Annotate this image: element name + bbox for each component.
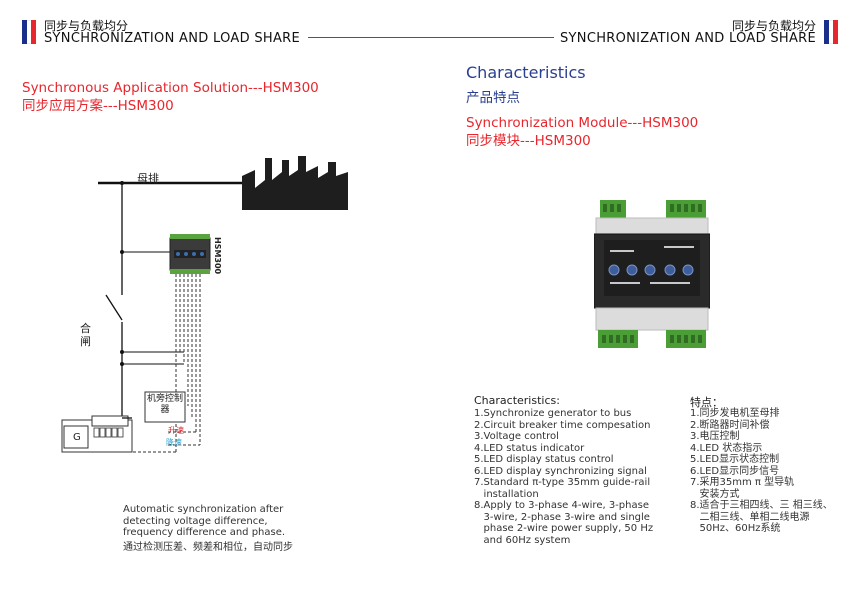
list-item: 二相三线、单相二线电源 bbox=[690, 511, 810, 523]
controller-label: 机旁控制器 bbox=[147, 394, 184, 415]
list-item: 6.LED display synchronizing signal bbox=[474, 465, 647, 477]
header-left-cn: 同步与负载均分 bbox=[44, 19, 129, 33]
application-diagram bbox=[61, 156, 348, 453]
list-title-cn: 特点： bbox=[690, 396, 723, 409]
list-item: 3.电压控制 bbox=[690, 431, 740, 442]
header-right-en: SYNCHRONIZATION AND LOAD SHARE bbox=[560, 31, 816, 46]
list-item: 1.Synchronize generator to bus bbox=[474, 408, 632, 419]
list-item: 8.Apply to 3-phase 4-wire, 3-phase bbox=[474, 500, 649, 511]
characteristics-list-en: 1.Synchronize generator to bus 2.Circuit… bbox=[474, 408, 653, 546]
list-item: and 60Hz system bbox=[474, 534, 571, 546]
characteristics-list-cn: 1.同步发电机至母排 2.断路器时间补偿 3.电压控制 4.LED 状态指示 5… bbox=[690, 408, 833, 535]
list-item: 7.Standard π-type 35mm guide-rail bbox=[474, 477, 651, 488]
list-item: 安装方式 bbox=[690, 488, 740, 500]
list-item: 1.同步发电机至母排 bbox=[690, 408, 780, 419]
factory-icon bbox=[242, 156, 348, 210]
list-item: 5.LED显示状态控制 bbox=[690, 454, 780, 465]
breaker-label: 合闸 bbox=[80, 322, 91, 348]
module-label: HSM300 bbox=[213, 237, 222, 275]
list-item: 3.Voltage control bbox=[474, 431, 559, 442]
generator-label: G bbox=[73, 432, 81, 443]
header-right-cn: 同步与负载均分 bbox=[731, 19, 816, 33]
flag-left-icon bbox=[22, 20, 37, 44]
module-title-cn: 同步模块---HSM300 bbox=[466, 133, 591, 149]
list-item: phase 2-wire power supply, 50 Hz bbox=[474, 523, 654, 534]
list-title-en: Characteristics: bbox=[474, 394, 560, 407]
list-item: 50Hz、60Hz系统 bbox=[690, 523, 781, 534]
flag-right-icon bbox=[824, 20, 839, 44]
module-title-en: Synchronization Module---HSM300 bbox=[466, 115, 699, 131]
list-item: 3-wire, 2-phase 3-wire and single bbox=[474, 511, 650, 523]
hsm300-product-image bbox=[594, 200, 710, 348]
list-item: 7.采用35mm π 型导轨 bbox=[690, 477, 795, 488]
characteristics-heading-cn: 产品特点 bbox=[466, 90, 520, 106]
raise-speed-label: 升速 bbox=[168, 426, 184, 435]
header-left-en: SYNCHRONIZATION AND LOAD SHARE bbox=[44, 31, 300, 46]
list-item: 2.Circuit breaker time compesation bbox=[474, 419, 651, 431]
list-item: 5.LED display status control bbox=[474, 454, 614, 465]
caption-en: Automatic synchronization after detectin… bbox=[123, 504, 286, 538]
list-item: 4.LED status indicator bbox=[474, 442, 585, 454]
left-title-cn: 同步应用方案---HSM300 bbox=[22, 98, 174, 114]
list-item: installation bbox=[474, 488, 539, 500]
caption-cn: 通过检测压差、频差和相位，自动同步 bbox=[123, 542, 293, 553]
lower-speed-label: 降速 bbox=[166, 438, 182, 447]
busbar-label: 母排 bbox=[137, 172, 159, 185]
breaker-switch bbox=[105, 294, 123, 321]
list-item: 8.适合于三相四线、三 相三线、 bbox=[690, 500, 833, 511]
left-title-en: Synchronous Application Solution---HSM30… bbox=[22, 80, 319, 96]
header-divider bbox=[308, 37, 554, 38]
controller-box bbox=[144, 391, 186, 423]
list-item: 4.LED 状态指示 bbox=[690, 442, 763, 454]
list-item: 2.断路器时间补偿 bbox=[690, 419, 770, 431]
characteristics-heading-en: Characteristics bbox=[466, 63, 586, 82]
list-item: 6.LED显示同步信号 bbox=[690, 465, 780, 477]
